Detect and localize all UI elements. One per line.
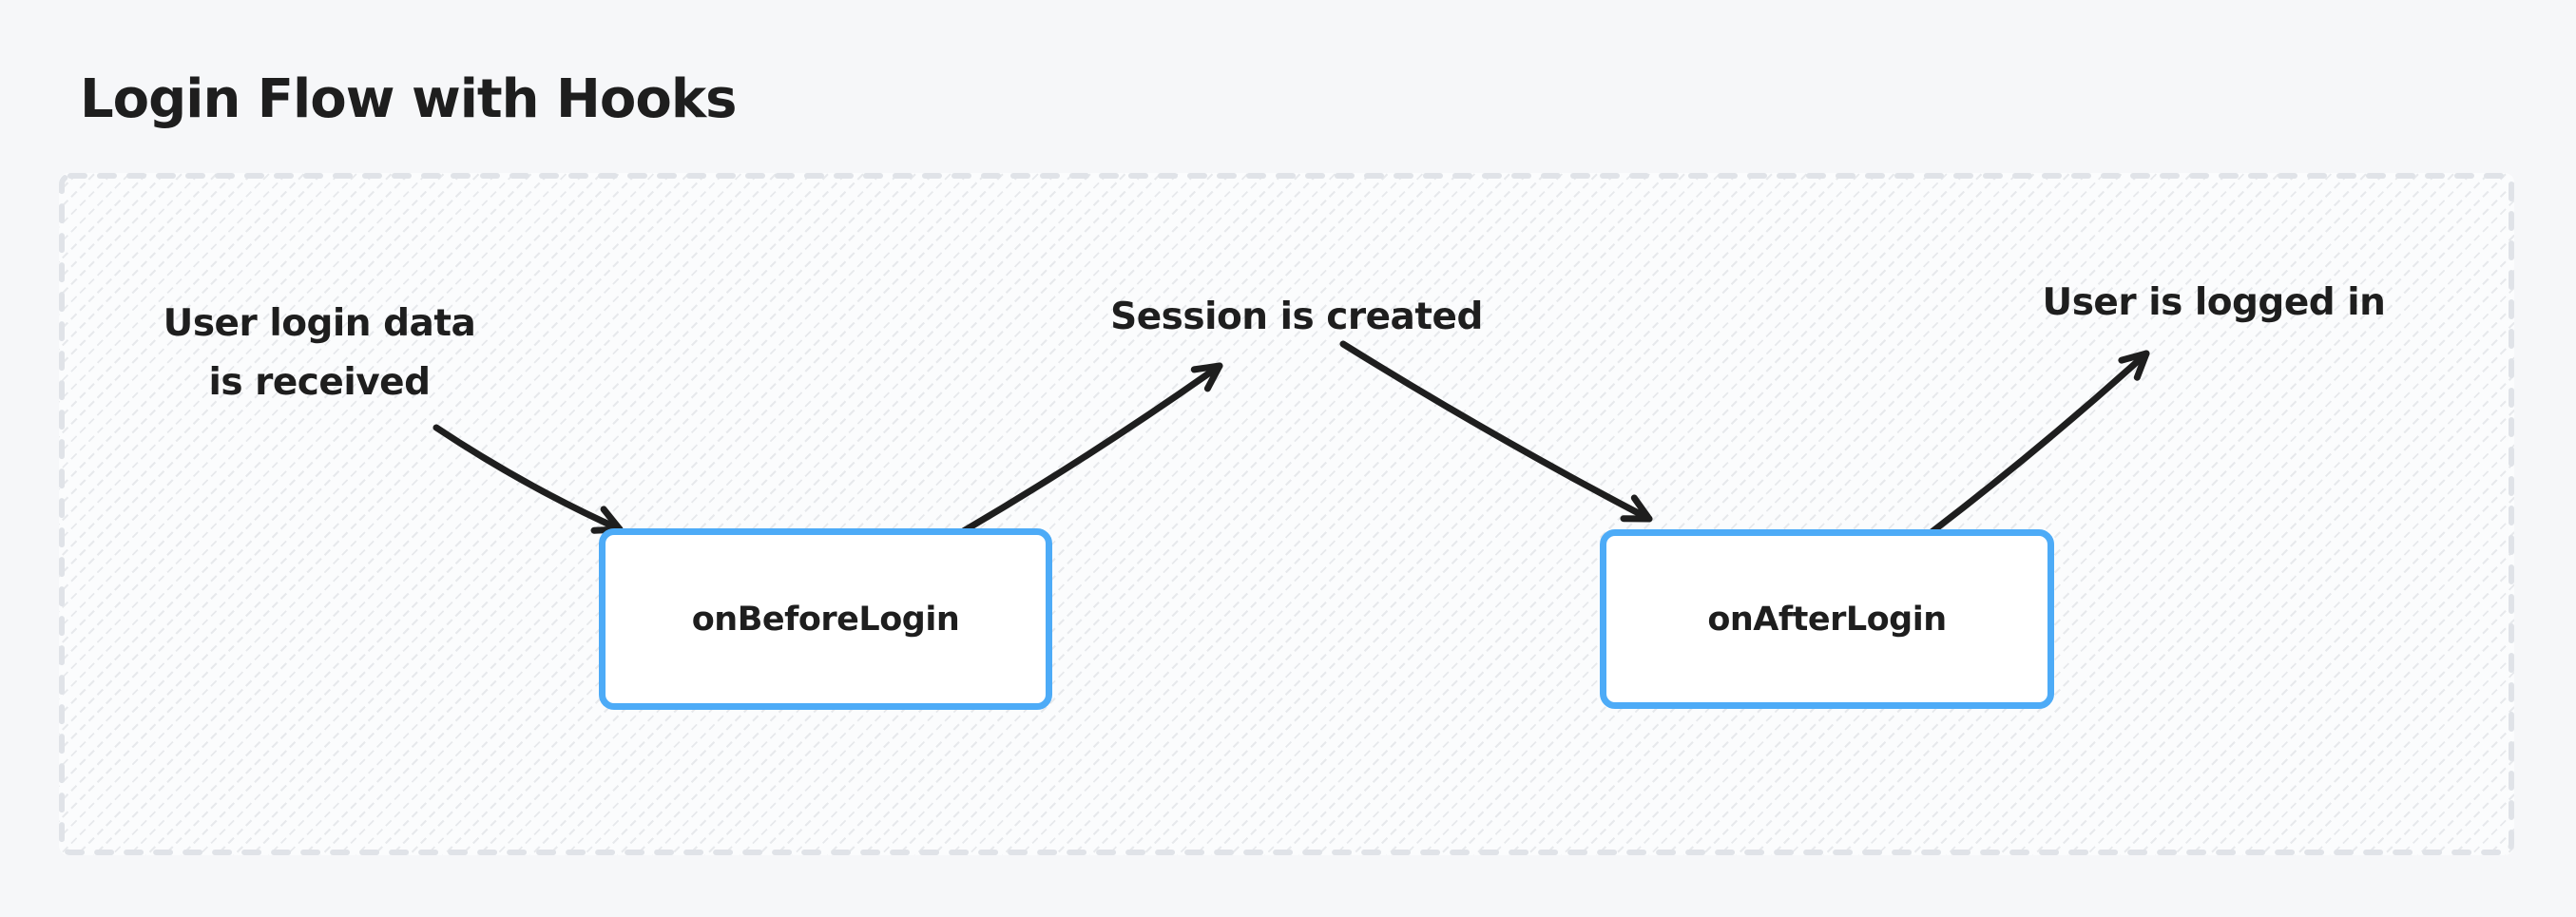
annotation-user-logged-in: User is logged in bbox=[2042, 281, 2386, 324]
node-onAfterLogin-label: onAfterLogin bbox=[1707, 600, 1947, 639]
annotation-user-login-data: User login data is received bbox=[163, 302, 476, 405]
page-title: Login Flow with Hooks bbox=[80, 68, 737, 130]
node-onBeforeLogin: onBeforeLogin bbox=[599, 528, 1052, 710]
annotation-session-created: Session is created bbox=[1110, 296, 1483, 338]
node-onAfterLogin: onAfterLogin bbox=[1600, 529, 2054, 709]
node-onBeforeLogin-label: onBeforeLogin bbox=[691, 600, 960, 639]
